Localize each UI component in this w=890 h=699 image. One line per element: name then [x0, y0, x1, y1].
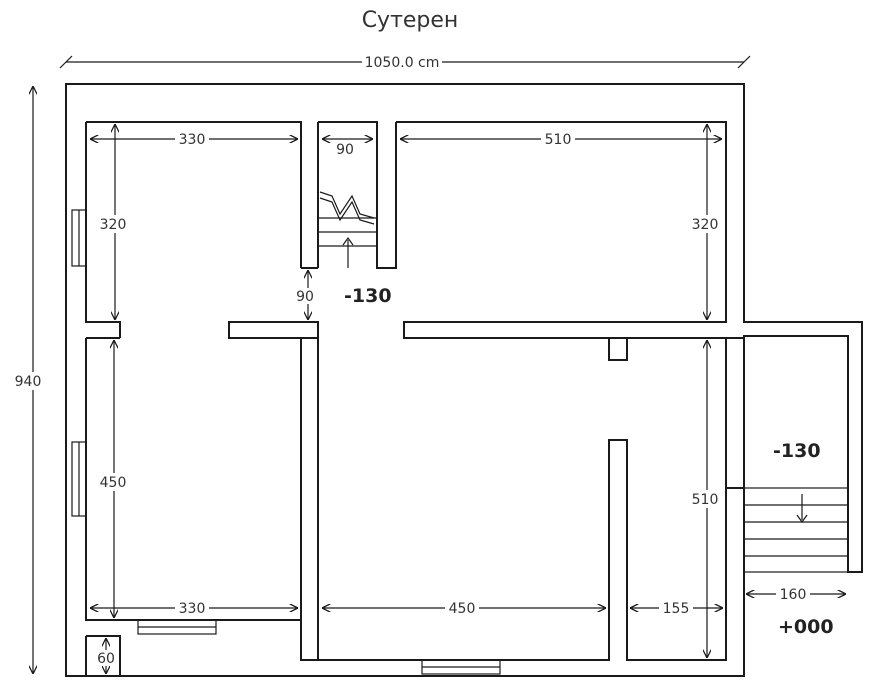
dim-label-right-strip-width: 155 — [663, 601, 690, 617]
dim-label-room-bl-width: 330 — [179, 601, 206, 617]
dim-label-room-tr-height: 320 — [692, 217, 719, 233]
hall-bottom — [318, 338, 727, 661]
dim-label-room-tr-width: 510 — [545, 132, 572, 148]
outer-wall — [65, 83, 863, 677]
dim-label-corridor-gap: 90 — [296, 289, 314, 305]
level-ground: +000 — [778, 616, 834, 638]
dim-label-bottom-offset: 60 — [97, 651, 115, 667]
level-inner-stair: -130 — [344, 285, 392, 307]
dim-label-ext-stair-width: 160 — [780, 587, 807, 603]
dim-label-right-height: 510 — [692, 492, 719, 508]
dim-label-overall-height: 940 — [15, 374, 42, 390]
corridor-wall — [228, 321, 319, 339]
dim-label-room-tl-width: 330 — [179, 132, 206, 148]
dim-label-overall-width: 1050.0 cm — [365, 55, 440, 71]
dim-label-stair-width: 90 — [336, 142, 354, 158]
wall-stub — [608, 338, 628, 361]
external-stair — [743, 487, 849, 573]
stair-well — [301, 121, 397, 269]
level-outer-stair: -130 — [773, 440, 821, 462]
room-top-right — [396, 121, 744, 339]
dim-label-room-tl-height: 320 — [100, 217, 127, 233]
dim-label-room-bl-height: 450 — [100, 475, 127, 491]
plan-title: Сутерен — [361, 8, 459, 33]
dim-label-hall-width: 450 — [449, 601, 476, 617]
inner-stair — [318, 191, 377, 268]
bottom-niche — [85, 635, 121, 676]
